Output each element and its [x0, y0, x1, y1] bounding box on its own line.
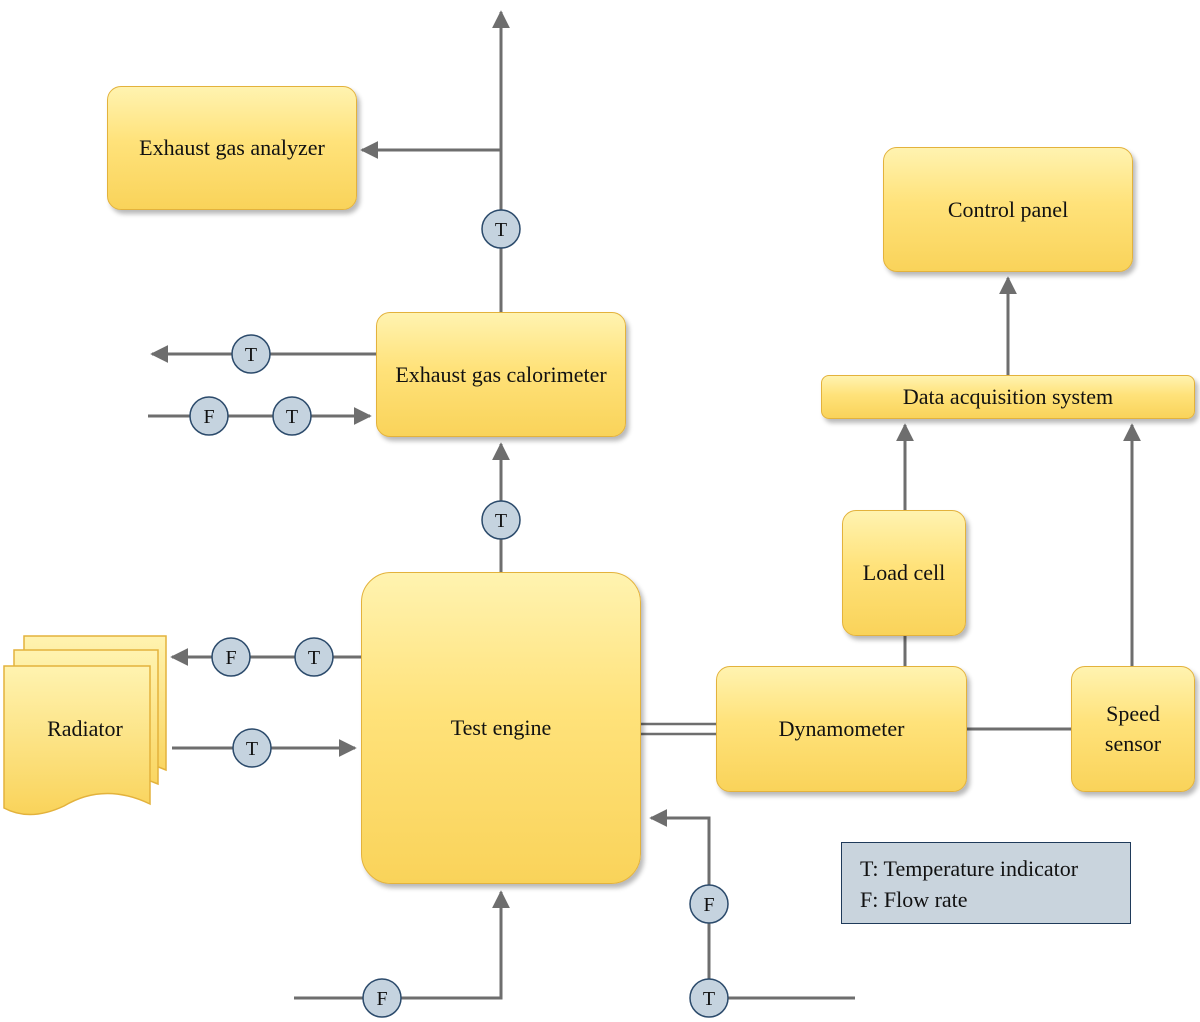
exhaust-gas-calorimeter-box: Exhaust gas calorimeter [376, 312, 626, 437]
temperature-indicator-coolant-in: T [232, 728, 272, 768]
dynamometer-box: Dynamometer [716, 666, 967, 792]
svg-text:F: F [203, 406, 214, 428]
svg-text:T: T [495, 510, 507, 532]
svg-text:T: T [495, 219, 507, 241]
speed-sensor-label-line1: Speed [1106, 701, 1160, 727]
engine-dyno-shaft [641, 722, 716, 736]
exhaust-gas-analyzer-box: Exhaust gas analyzer [107, 86, 357, 210]
temperature-indicator-calorimeter-in: T [272, 396, 312, 436]
svg-text:T: T [286, 406, 298, 428]
svg-text:F: F [376, 988, 387, 1010]
svg-text:T: T [308, 647, 320, 669]
load-cell-box: Load cell [842, 510, 966, 636]
svg-text:F: F [703, 894, 714, 916]
dynamometer-label: Dynamometer [778, 716, 905, 742]
flow-indicator-coolant: F [211, 637, 251, 677]
svg-text:T: T [246, 738, 258, 760]
flow-indicator-air: F [689, 884, 729, 924]
exhaust-gas-analyzer-label: Exhaust gas analyzer [139, 135, 325, 161]
svg-text:T: T [245, 344, 257, 366]
test-engine-box: Test engine [361, 572, 641, 884]
temperature-indicator-coolant-out: T [294, 637, 334, 677]
legend-flow-entry: F: Flow rate [860, 887, 968, 912]
temperature-indicator-engine-exhaust: T [481, 500, 521, 540]
temperature-indicator-calorimeter-out: T [231, 334, 271, 374]
data-acquisition-system-label: Data acquisition system [902, 384, 1114, 410]
load-cell-label: Load cell [862, 560, 946, 586]
legend: T: Temperature indicator F: Flow rate [841, 842, 1131, 924]
control-panel-label: Control panel [947, 196, 1069, 222]
flow-indicator-calorimeter-in: F [189, 396, 229, 436]
indicators: T T F T T F T [189, 209, 729, 1018]
fuel-inlet-line [294, 890, 510, 1000]
radiator-label: Radiator [47, 716, 123, 741]
speed-sensor-box: Speed sensor [1071, 666, 1195, 792]
svg-text:F: F [225, 647, 236, 669]
svg-text:T: T [703, 988, 715, 1010]
radiator-icon [3, 635, 167, 816]
speed-sensor-label-line2: sensor [1104, 731, 1162, 756]
exhaust-gas-calorimeter-label: Exhaust gas calorimeter [395, 361, 607, 387]
test-engine-label: Test engine [450, 715, 552, 741]
control-panel-box: Control panel [883, 147, 1133, 272]
air-inlet-line [649, 809, 855, 1000]
legend-temperature-entry: T: Temperature indicator [860, 856, 1079, 881]
flow-indicator-fuel: F [362, 978, 402, 1018]
temperature-indicator-stack: T [481, 209, 521, 249]
temperature-indicator-air: T [689, 978, 729, 1018]
data-acquisition-system-box: Data acquisition system [821, 375, 1195, 419]
